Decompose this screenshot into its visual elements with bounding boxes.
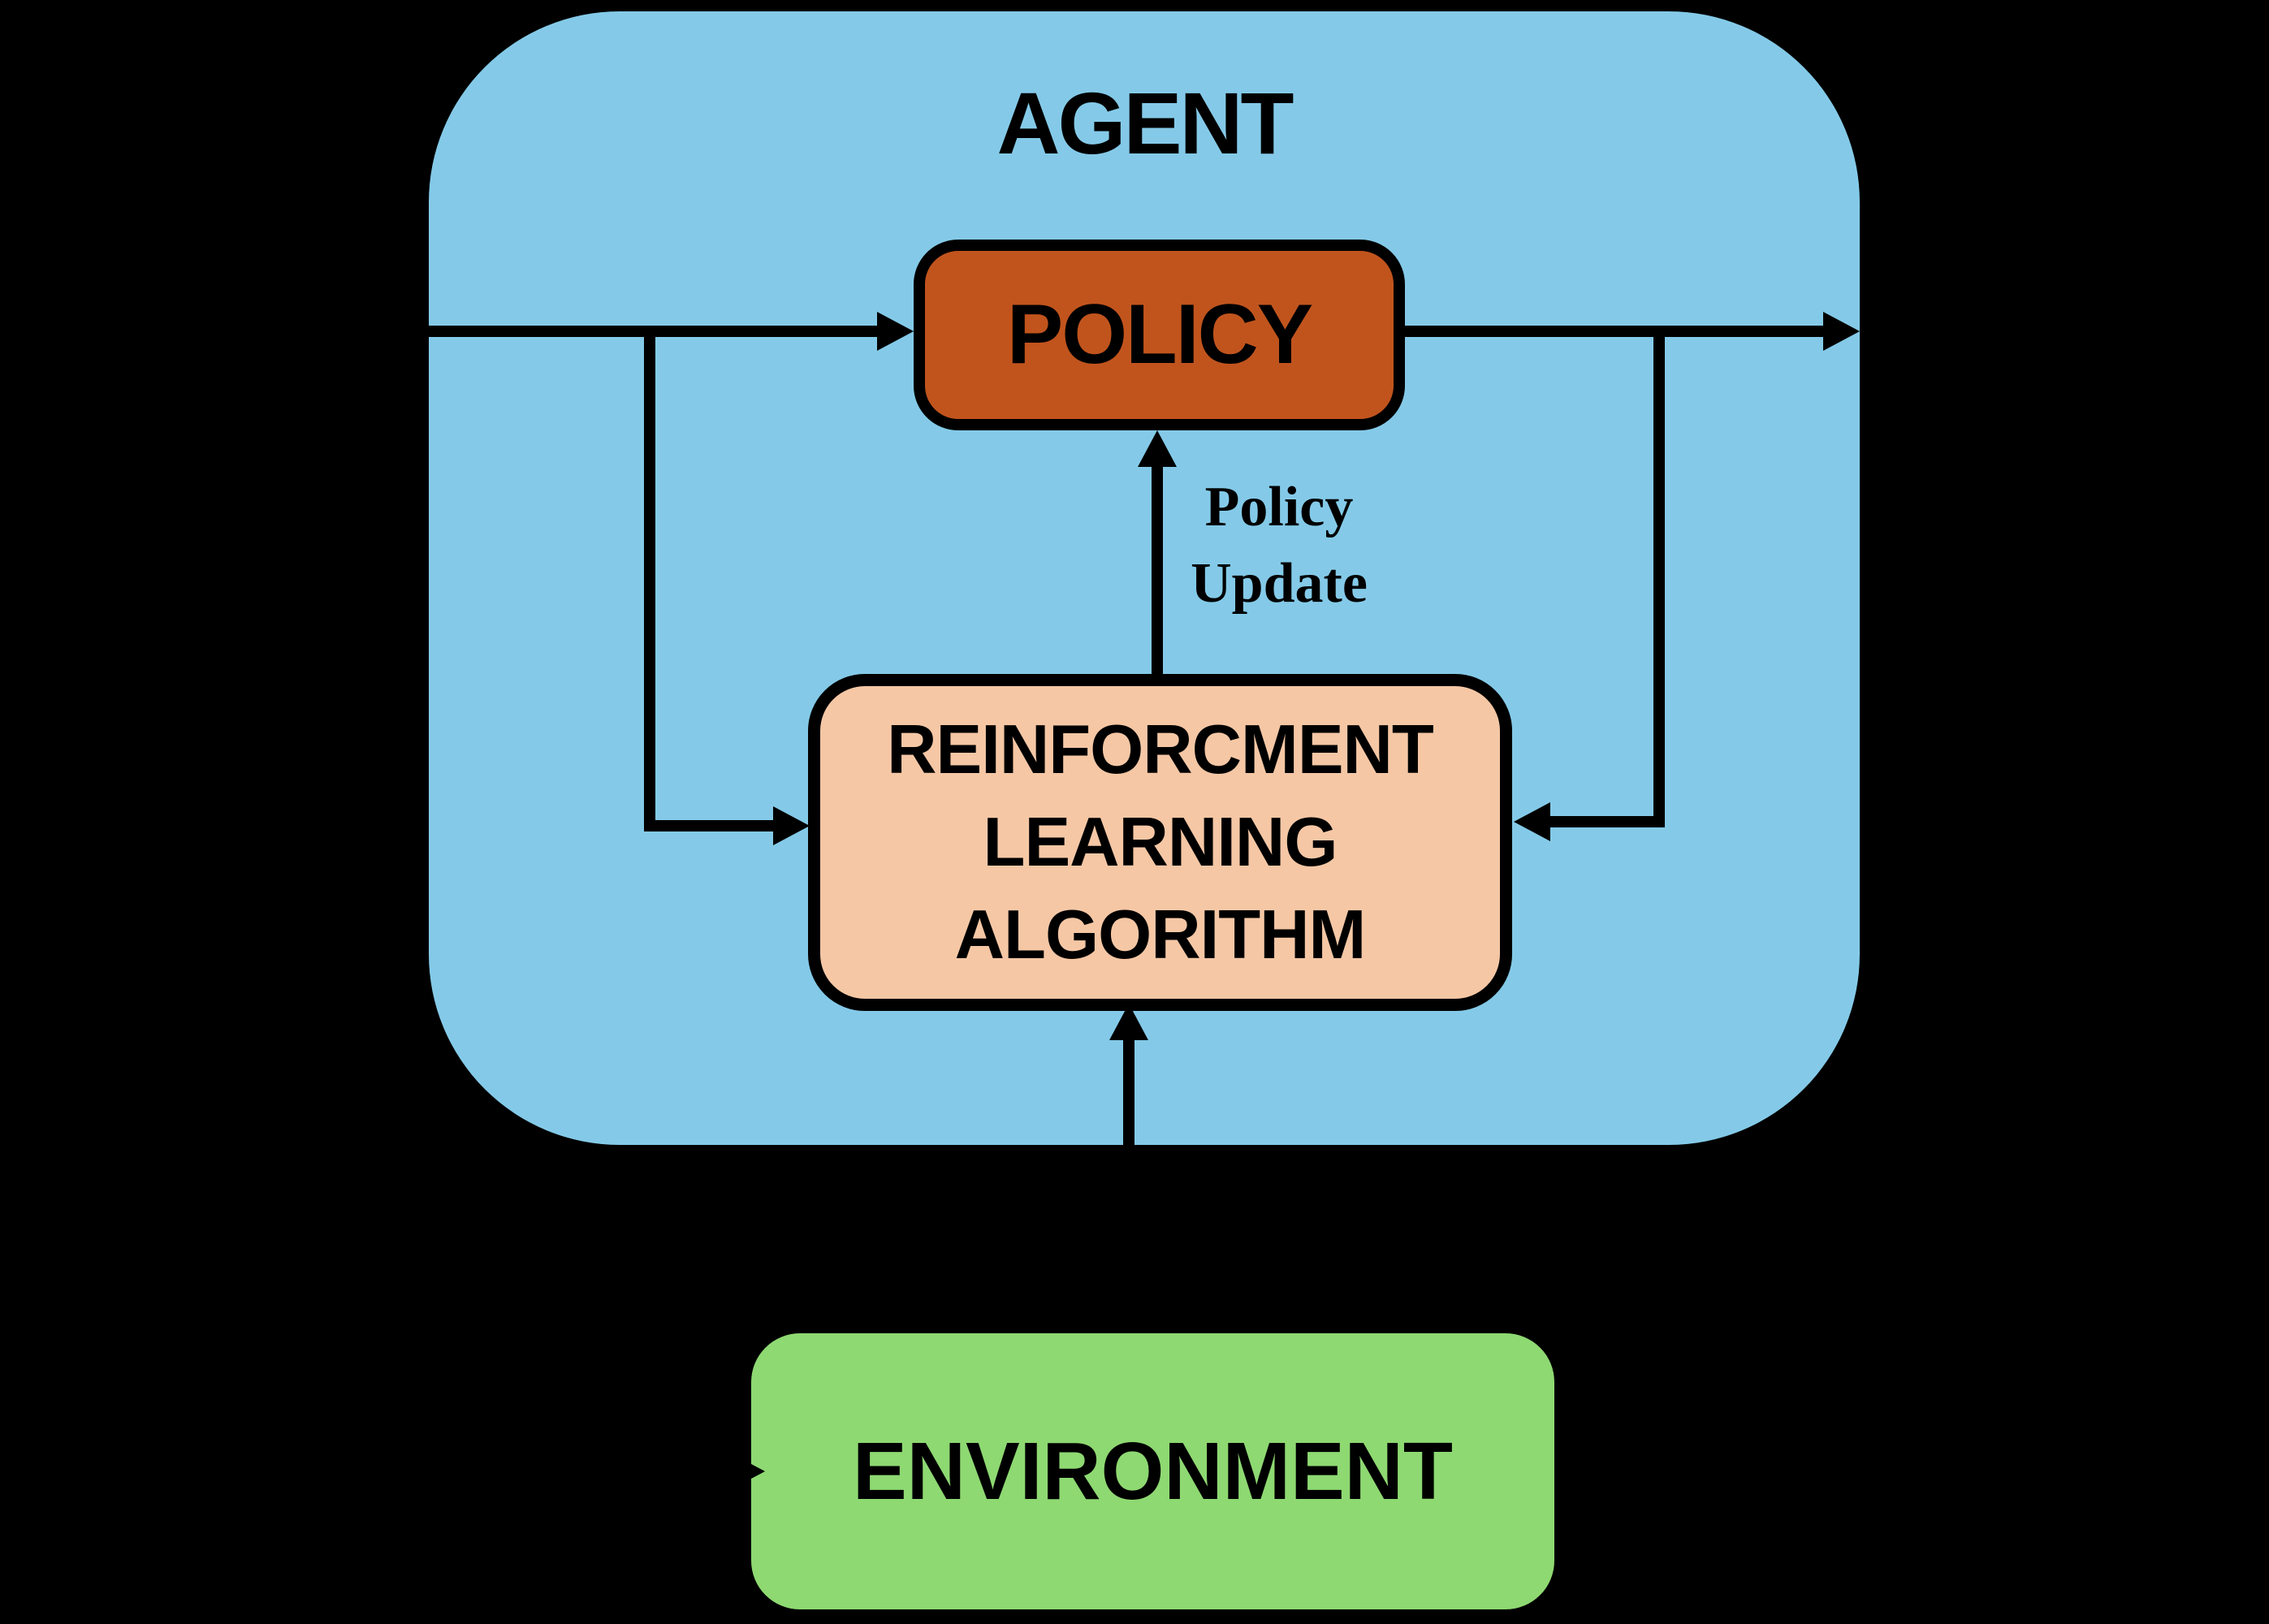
- policy-output-line: [1405, 326, 1825, 337]
- left-branch-vertical-line: [644, 326, 655, 831]
- environment-to-rl-line: [1123, 1038, 1134, 1333]
- right-branch-horizontal-line: [1547, 816, 1665, 827]
- input-to-policy-arrowhead-icon: [877, 312, 914, 351]
- left-branch-arrowhead-icon: [773, 806, 810, 845]
- right-branch-vertical-line: [1653, 326, 1665, 827]
- rl-algorithm-label-line3: ALGORITHM: [954, 896, 1367, 974]
- policy-label: POLICY: [1006, 287, 1313, 382]
- policy-update-line2: Update: [1191, 552, 1368, 615]
- policy-box: POLICY: [914, 240, 1405, 430]
- environment-box: ENVIRONMENT: [751, 1333, 1554, 1609]
- rl-algorithm-label-line2: LEARNING: [983, 803, 1338, 881]
- policy-update-label: Policy Update: [1161, 469, 1397, 622]
- policy-update-arrowhead-icon: [1138, 430, 1177, 467]
- environment-label: ENVIRONMENT: [853, 1425, 1453, 1517]
- policy-update-line: [1152, 464, 1163, 674]
- left-branch-horizontal-line: [644, 820, 776, 831]
- agent-label: AGENT: [996, 74, 1294, 172]
- rl-algorithm-box: REINFORCMENT LEARNING ALGORITHM: [808, 674, 1512, 1011]
- policy-update-line1: Policy: [1204, 476, 1354, 538]
- rl-algorithm-label-line1: REINFORCMENT: [887, 710, 1434, 788]
- right-branch-arrowhead-icon: [1514, 802, 1550, 841]
- policy-output-arrowhead-icon: [1823, 312, 1860, 351]
- into-environment-arrowhead-icon: [728, 1452, 765, 1491]
- environment-to-rl-arrowhead-icon: [1109, 1004, 1148, 1040]
